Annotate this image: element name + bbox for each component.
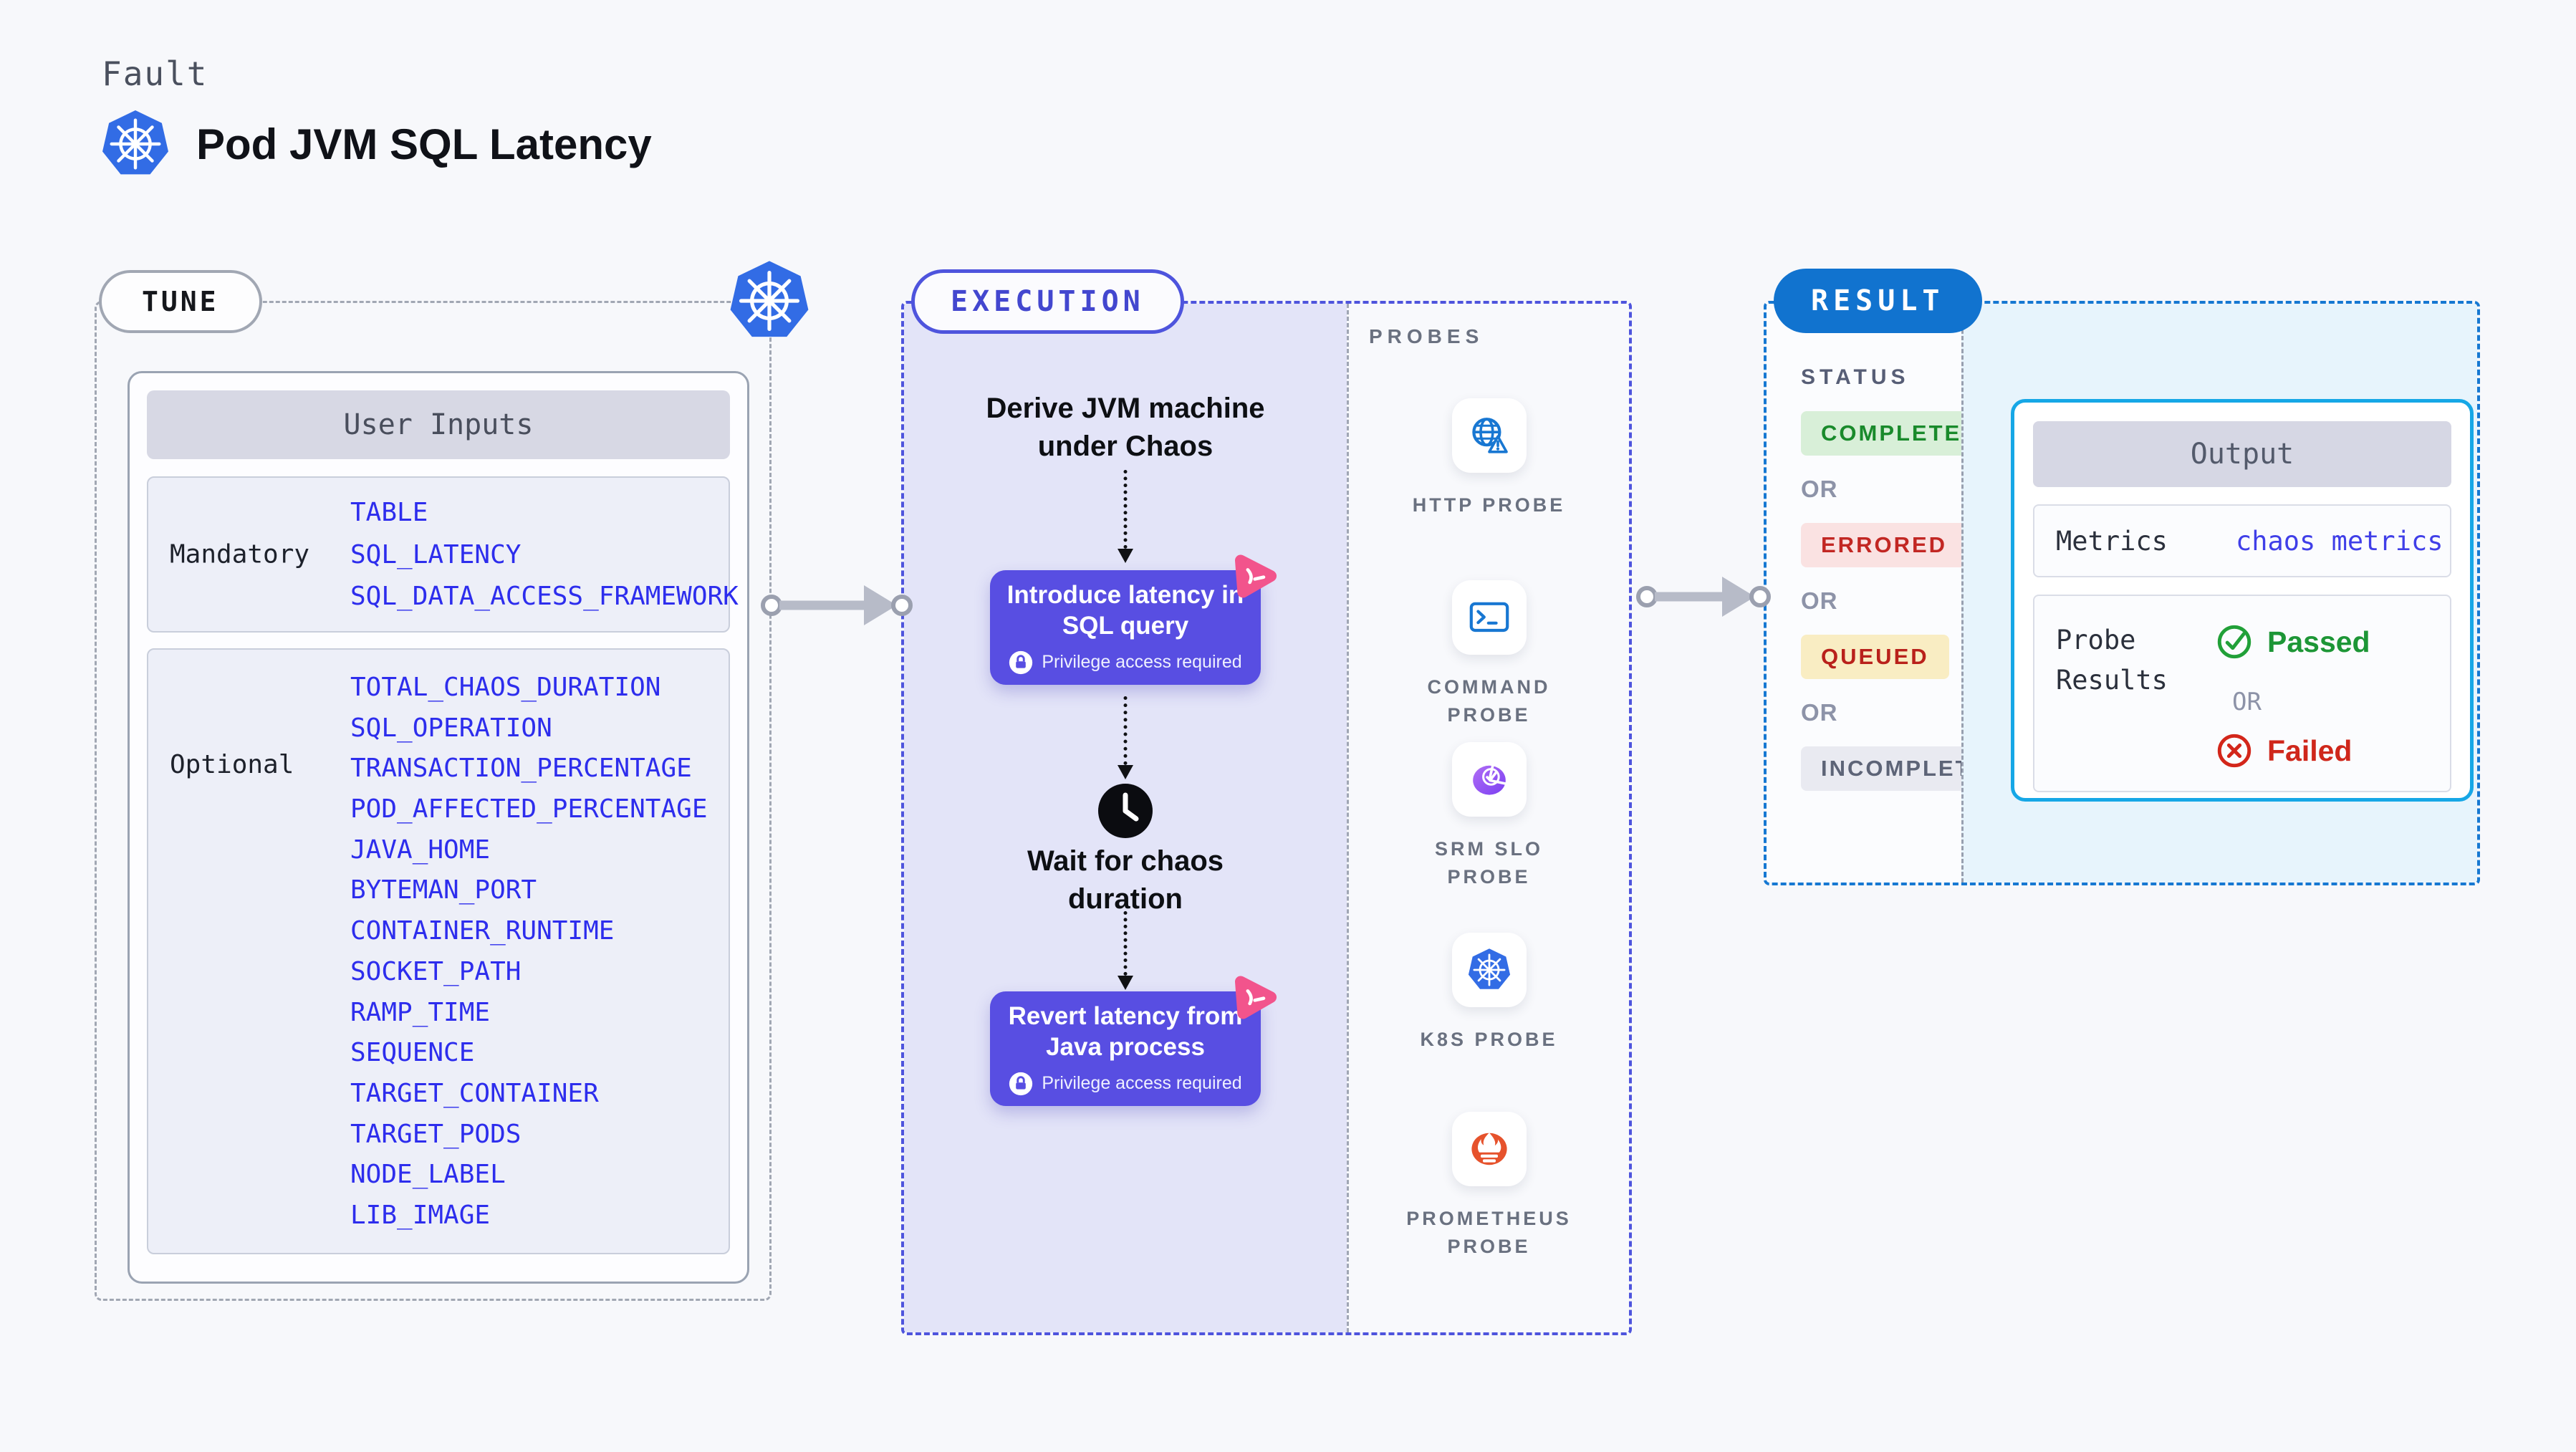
metrics-label: Metrics xyxy=(2056,525,2168,557)
output-title: Output xyxy=(2033,421,2451,487)
result-pill: RESULT xyxy=(1774,269,1982,333)
flow-arrow-down xyxy=(1118,696,1133,779)
result-section: STATUS COMPLETED OR ERRORED OR QUEUED OR… xyxy=(1764,301,2480,885)
or-separator: OR xyxy=(2232,688,2262,716)
env-var: LIB_IMAGE xyxy=(350,1200,491,1230)
probe-name: PROMETHEUS PROBE xyxy=(1406,1208,1572,1258)
passed-label: Passed xyxy=(2267,625,2370,658)
env-var: NODE_LABEL xyxy=(350,1160,506,1190)
command-probe-icon xyxy=(1451,580,1527,655)
env-var: TARGET_PODS xyxy=(350,1119,522,1149)
metrics-value: chaos metrics xyxy=(2235,525,2443,557)
env-var: TABLE xyxy=(350,498,428,527)
page-header: Pod JVM SQL Latency xyxy=(100,109,652,179)
probe-item: PROMETHEUS PROBE xyxy=(1349,1112,1629,1261)
kubernetes-icon xyxy=(100,109,170,179)
output-pane: Output Metrics chaos metrics Probe Resul… xyxy=(1961,304,2477,883)
env-var: CONTAINER_RUNTIME xyxy=(350,916,615,946)
execution-section: Derive JVM machine under Chaos Introduce… xyxy=(901,301,1632,1335)
litmus-chaos-icon xyxy=(1227,971,1282,1023)
flow-arrow-down xyxy=(1118,470,1133,563)
execution-pill: EXECUTION xyxy=(911,269,1184,334)
page-title: Pod JVM SQL Latency xyxy=(196,120,652,168)
status-badge-errored: ERRORED xyxy=(1801,523,1968,567)
introduce-latency-step: Introduce latency in SQL query Privilege… xyxy=(990,570,1261,685)
check-circle-icon xyxy=(2217,625,2251,659)
env-var: BYTEMAN_PORT xyxy=(350,875,537,905)
probe-results-label: Probe Results xyxy=(2056,625,2168,696)
probe-name: HTTP PROBE xyxy=(1412,494,1566,516)
clock-icon xyxy=(1097,782,1154,840)
kubernetes-icon xyxy=(728,259,811,342)
env-var: SQL_LATENCY xyxy=(350,539,522,569)
probe-results-row: Probe Results Passed OR xyxy=(2033,595,2451,792)
flow-arrow-down xyxy=(1118,911,1133,990)
revert-latency-title: Revert latency from Java process xyxy=(1008,1002,1243,1061)
or-separator: OR xyxy=(1801,699,1838,726)
passed-result: Passed xyxy=(2217,625,2370,659)
fault-kicker: Fault xyxy=(102,54,208,93)
probe-name: SRM SLO PROBE xyxy=(1434,838,1543,888)
privilege-note-text: Privilege access required xyxy=(1042,1073,1242,1094)
failed-label: Failed xyxy=(2267,734,2352,767)
probe-name: K8S PROBE xyxy=(1420,1029,1558,1050)
tune-to-execution-arrow xyxy=(761,582,913,628)
mandatory-label: Mandatory xyxy=(170,539,310,569)
failed-result: Failed xyxy=(2217,734,2352,768)
k8s-probe-icon xyxy=(1451,933,1527,1007)
litmus-chaos-icon xyxy=(1227,549,1282,602)
wait-step-title: Wait for chaos duration xyxy=(1027,845,1224,915)
env-var: SQL_DATA_ACCESS_FRAMEWORK xyxy=(350,582,739,611)
env-var: JAVA_HOME xyxy=(350,835,491,865)
probe-item: HTTP PROBE xyxy=(1349,398,1629,519)
probe-item: K8S PROBE xyxy=(1349,933,1629,1054)
env-var: TRANSACTION_PERCENTAGE xyxy=(350,754,692,784)
privilege-note: Privilege access required xyxy=(1009,1072,1242,1096)
env-var: POD_AFFECTED_PERCENTAGE xyxy=(350,794,708,824)
optional-values: TOTAL_CHAOS_DURATION SQL_OPERATION TRANS… xyxy=(350,673,708,1230)
srm-slo-probe-icon xyxy=(1451,742,1527,817)
privilege-note: Privilege access required xyxy=(1009,650,1242,675)
probes-panel: PROBES HTTP PROBE xyxy=(1347,304,1629,1332)
status-label: STATUS xyxy=(1801,365,1910,389)
probes-label: PROBES xyxy=(1369,325,1484,347)
metrics-row: Metrics chaos metrics xyxy=(2033,504,2451,577)
revert-latency-step: Revert latency from Java process Privile… xyxy=(990,991,1261,1106)
x-circle-icon xyxy=(2217,734,2251,768)
user-inputs-card: User Inputs Mandatory TABLE SQL_LATENCY … xyxy=(128,371,749,1284)
execution-to-result-arrow xyxy=(1636,574,1771,620)
output-card: Output Metrics chaos metrics Probe Resul… xyxy=(2011,399,2474,802)
optional-inputs-row: Optional TOTAL_CHAOS_DURATION SQL_OPERAT… xyxy=(147,648,730,1254)
execution-flow: Derive JVM machine under Chaos Introduce… xyxy=(904,304,1347,1332)
lock-icon xyxy=(1009,1072,1033,1096)
prometheus-probe-icon xyxy=(1451,1112,1527,1186)
introduce-latency-title: Introduce latency in SQL query xyxy=(1006,581,1244,640)
or-separator: OR xyxy=(1801,476,1838,502)
env-var: RAMP_TIME xyxy=(350,997,491,1027)
mandatory-values: TABLE SQL_LATENCY SQL_DATA_ACCESS_FRAMEW… xyxy=(350,498,739,611)
env-var: TOTAL_CHAOS_DURATION xyxy=(350,673,661,702)
tune-section xyxy=(95,301,772,1301)
probe-item: SRM SLO PROBE xyxy=(1349,742,1629,891)
user-inputs-title: User Inputs xyxy=(147,390,730,459)
privilege-note-text: Privilege access required xyxy=(1042,652,1242,673)
env-var: SOCKET_PATH xyxy=(350,956,522,986)
optional-label: Optional xyxy=(170,750,294,779)
status-badge-queued: QUEUED xyxy=(1801,635,1949,679)
derive-step-title: Derive JVM machine under Chaos xyxy=(986,393,1265,462)
mandatory-inputs-row: Mandatory TABLE SQL_LATENCY SQL_DATA_ACC… xyxy=(147,476,739,633)
or-separator: OR xyxy=(1801,587,1838,614)
status-pane: STATUS COMPLETED OR ERRORED OR QUEUED OR… xyxy=(1767,304,2027,883)
lock-icon xyxy=(1009,650,1033,675)
tune-pill: TUNE xyxy=(99,270,262,333)
env-var: TARGET_CONTAINER xyxy=(350,1078,599,1108)
probe-name: COMMAND PROBE xyxy=(1427,676,1551,726)
http-probe-icon xyxy=(1451,398,1527,473)
probe-item: COMMAND PROBE xyxy=(1349,580,1629,729)
env-var: SEQUENCE xyxy=(350,1038,475,1068)
env-var: SQL_OPERATION xyxy=(350,713,552,743)
